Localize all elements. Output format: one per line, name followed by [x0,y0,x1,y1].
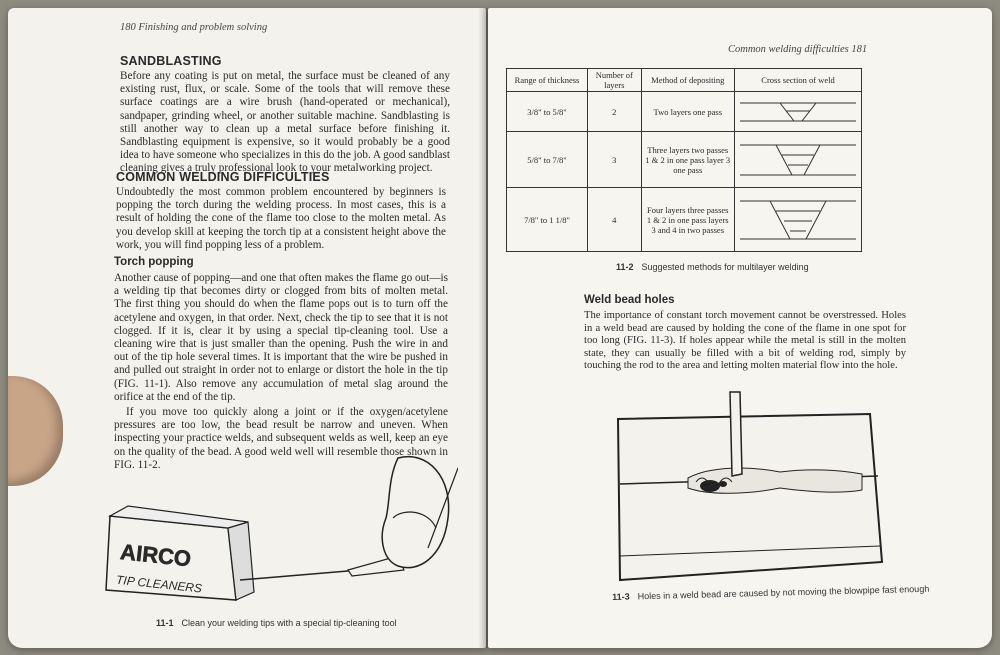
heading-torch-popping: Torch popping [114,256,194,268]
col-method: Method of depositing [640,68,736,92]
heading-sandblasting: SANDBLASTING [120,54,222,68]
col-range: Range of thickness [505,68,589,92]
tip-cleaner-illustration: AIRCO TIP CLEANERS [105,455,458,601]
heading-weld-bead-holes: Weld bead holes [584,294,675,306]
sandblasting-text: Before any coating is put on metal, the … [120,70,450,175]
table-header-row: Range of thickness Number of layers Meth… [505,68,862,92]
col-layers: Number of layers [587,68,642,92]
col-cross-section: Cross section of weld [734,68,862,92]
left-page: 180 Finishing and problem solving SANDBL… [8,8,486,648]
right-running-header: Common welding difficulties 181 [728,44,868,55]
left-running-header: 180 Finishing and problem solving [120,22,268,33]
heading-common-welding-difficulties: COMMON WELDING DIFFICULTIES [116,170,330,184]
weld-bead-holes-text: The importance of constant torch movemen… [584,310,906,372]
hand-thumb [8,376,63,486]
welding-difficulties-text: Undoubtedly the most common problem enco… [116,186,446,251]
table-row: 7/8" to 1 1/8" 4 Four layers three passe… [505,187,862,252]
weld-bead-holes-illustration [616,391,884,582]
cross-section-4-layers [734,187,862,252]
cross-section-2-layers [734,91,862,132]
table-row: 5/8" to 7/8" 3 Three layers two passes 1… [505,131,862,188]
right-page: Common welding difficulties 181 Range of… [488,8,992,648]
torch-popping-text: Another cause of popping—and one that of… [114,272,448,471]
multilayer-welding-table: Range of thickness Number of layers Meth… [505,68,862,252]
table-row: 3/8" to 5/8" 2 Two layers one pass [505,91,862,132]
cross-section-3-layers [734,131,862,188]
